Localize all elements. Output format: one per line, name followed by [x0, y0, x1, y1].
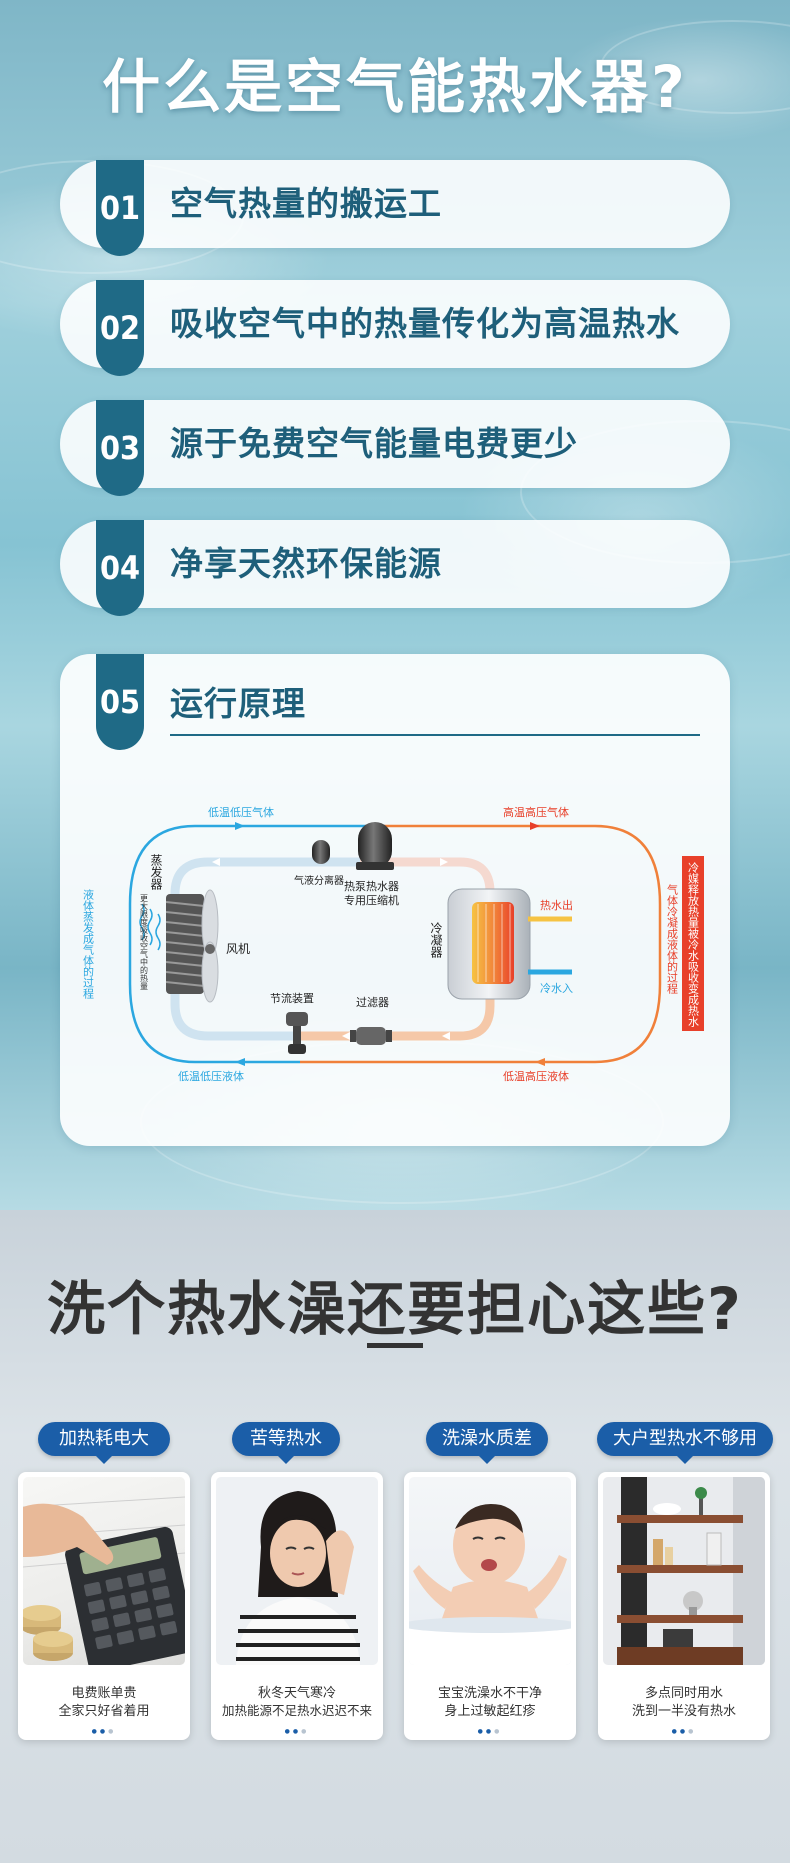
card-caption-line1: 多点同时用水	[644, 1686, 723, 1701]
separator-label: 气液分离器	[294, 874, 344, 887]
feature-text: 源于免费空气能量电费更少	[170, 424, 578, 463]
feature-text: 空气热量的搬运工	[170, 184, 442, 223]
title-underline	[367, 1343, 423, 1348]
pipe	[300, 989, 495, 1041]
feature-number: 04	[96, 520, 144, 616]
crying-baby-image	[409, 1477, 571, 1665]
worry-tag: 加热耗电大	[38, 1422, 170, 1464]
heat-pump-diagram: 低温低压气体 高温高压气体 低温低压液体 低温高压液体 液体蒸发成气体的过程 气…	[82, 805, 704, 1083]
feature-number: 03	[96, 400, 144, 496]
card-caption-line1: 电费账单贵	[71, 1686, 137, 1701]
card-caption-line2: 全家只好省着用	[58, 1704, 150, 1719]
low-liquid-label: 低温低压液体	[178, 1069, 244, 1083]
worry-tag: 洗澡水质差	[426, 1422, 548, 1464]
title-divider	[170, 734, 700, 736]
feature-item: 04 净享天然环保能源	[60, 520, 730, 616]
throttle-icon	[286, 1012, 308, 1054]
feature-number: 02	[96, 280, 144, 376]
feature-text: 净享天然环保能源	[170, 544, 442, 583]
throttle-label: 节流装置	[270, 991, 314, 1005]
feature-item: 02 吸收空气中的热量传化为高温热水	[60, 280, 730, 376]
worry-card: 电费账单贵 全家只好省着用 ●●●	[18, 1472, 190, 1740]
feature-item: 03 源于免费空气能量电费更少	[60, 400, 730, 496]
principle-title: 运行原理	[170, 684, 306, 723]
arrow-icon	[442, 1032, 450, 1040]
heat-release-box	[682, 856, 704, 1031]
page-title: 什么是空气能热水器?	[102, 53, 688, 121]
arrow-icon	[535, 1058, 545, 1066]
worried-woman-image	[216, 1477, 378, 1665]
card-caption-line1: 秋冬天气寒冷	[257, 1686, 336, 1701]
filter-label: 过滤器	[356, 996, 389, 1009]
filter-icon	[350, 1027, 392, 1045]
pagination-dots: ●●●	[671, 1728, 697, 1735]
fan-icon	[201, 889, 219, 1003]
flow-line	[300, 904, 662, 1064]
arrow-icon	[342, 1032, 350, 1040]
feature-item: 01 空气热量的搬运工	[60, 160, 730, 256]
cold-in-label: 冷水入	[540, 982, 573, 995]
card-caption-line1: 宝宝洗澡水不干净	[437, 1686, 542, 1701]
pipe	[170, 994, 300, 1041]
worry-tag: 大户型热水不够用	[597, 1422, 773, 1464]
heat-release-label: 冷媒释放热量被冷水吸收变成热水	[687, 862, 700, 1027]
hot-out-label: 热水出	[540, 898, 573, 912]
fan-label: 风机	[226, 942, 250, 956]
card-caption-line2: 身上过敏起红疹	[444, 1704, 536, 1719]
condensation-label: 气体冷凝成液体的过程	[666, 883, 679, 995]
intro-section: 什么是空气能热水器? 01 空气热量的搬运工 02 吸收空气中的热量传化为高温热…	[0, 0, 790, 1210]
evaporator-label: 蒸发器	[149, 854, 163, 891]
condenser-label: 冷凝器	[429, 922, 443, 959]
feature-number: 05	[96, 654, 144, 750]
arrow-icon	[440, 858, 448, 866]
worry-card: 宝宝洗澡水不干净 身上过敏起红疹 ●●●	[404, 1472, 576, 1740]
pagination-dots: ●●●	[477, 1728, 503, 1735]
separator-icon	[312, 840, 330, 864]
compressor-label-1: 热泵热水器	[344, 880, 399, 893]
feature-number: 01	[96, 160, 144, 256]
condenser-coil	[472, 902, 514, 984]
compressor-label-2: 专用压缩机	[344, 893, 399, 907]
card-caption-line2: 洗到一半没有热水	[631, 1704, 736, 1719]
arrow-icon	[212, 858, 220, 866]
arrow-icon	[235, 822, 245, 830]
flow-line	[128, 824, 380, 905]
pagination-dots: ●●●	[91, 1728, 117, 1735]
low-gas-label: 低温低压气体	[208, 805, 274, 819]
compressor-icon	[356, 822, 394, 870]
pagination-dots: ●●●	[284, 1728, 310, 1735]
principle-card: 05 运行原理	[60, 654, 730, 1146]
evaporator-note: 更大限度吸收空气中的热量	[140, 894, 149, 990]
high-liquid-label: 低温高压液体	[503, 1069, 569, 1083]
flow-line	[380, 824, 662, 905]
pipe	[170, 857, 360, 895]
card-caption-line2: 加热能源不足热水迟迟不来	[221, 1703, 372, 1718]
worry-tag: 苦等热水	[232, 1422, 340, 1464]
arrow-icon	[235, 1058, 245, 1066]
worry-card: 秋冬天气寒冷 加热能源不足热水迟迟不来 ●●●	[211, 1472, 383, 1740]
worry-section: 洗个热水澡还要担心这些? 加热耗电大	[0, 1210, 790, 1863]
worry-title: 洗个热水澡还要担心这些?	[47, 1275, 743, 1343]
high-gas-label: 高温高压气体	[503, 805, 569, 819]
evaporation-label: 液体蒸发成气体的过程	[82, 888, 95, 1000]
flow-line	[128, 904, 300, 1064]
worry-card: 多点同时用水 洗到一半没有热水 ●●●	[598, 1472, 770, 1740]
house-shelves-image	[603, 1477, 765, 1665]
feature-text: 吸收空气中的热量传化为高温热水	[170, 304, 680, 343]
arrow-icon	[530, 822, 540, 830]
calculator-hand-image	[23, 1477, 185, 1665]
